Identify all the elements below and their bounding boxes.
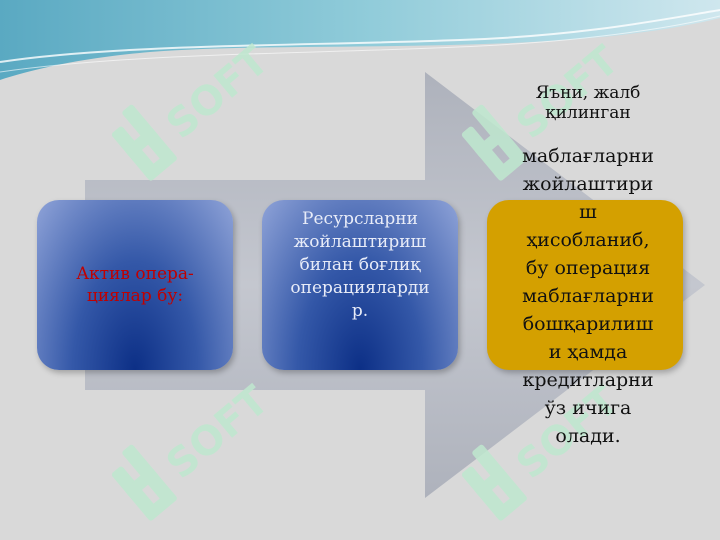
explanation-text-body: маблағларни жойлаштири ш ҳисобланиб, бу …: [522, 145, 654, 447]
box-explanation-highlight: [487, 200, 683, 370]
header-wave-decoration: [0, 0, 720, 80]
box-resource-placement-text: Ресурсларни жойлаштириш билан боғлиқ опе…: [290, 209, 430, 321]
svg-text:SOFT: SOFT: [158, 380, 278, 488]
soft-logo-icon: SOFT: [111, 40, 278, 181]
svg-text:SOFT: SOFT: [158, 40, 278, 148]
soft-logo-icon: SOFT: [111, 380, 278, 521]
soft-logo-icon: SOFT: [461, 40, 628, 181]
box-active-operations-text: Актив опера- циялар бу:: [76, 264, 194, 306]
explanation-text-intro: Яъни, жалб қилинган: [535, 83, 641, 123]
box-active-operations: Актив опера- циялар бу:: [37, 200, 233, 370]
box-resource-placement: Ресурсларни жойлаштириш билан боғлиқ опе…: [262, 200, 458, 370]
soft-logo-icon: SOFT: [461, 380, 628, 521]
explanation-text: Яъни, жалб қилинган маблағларни жойлашти…: [500, 64, 676, 469]
